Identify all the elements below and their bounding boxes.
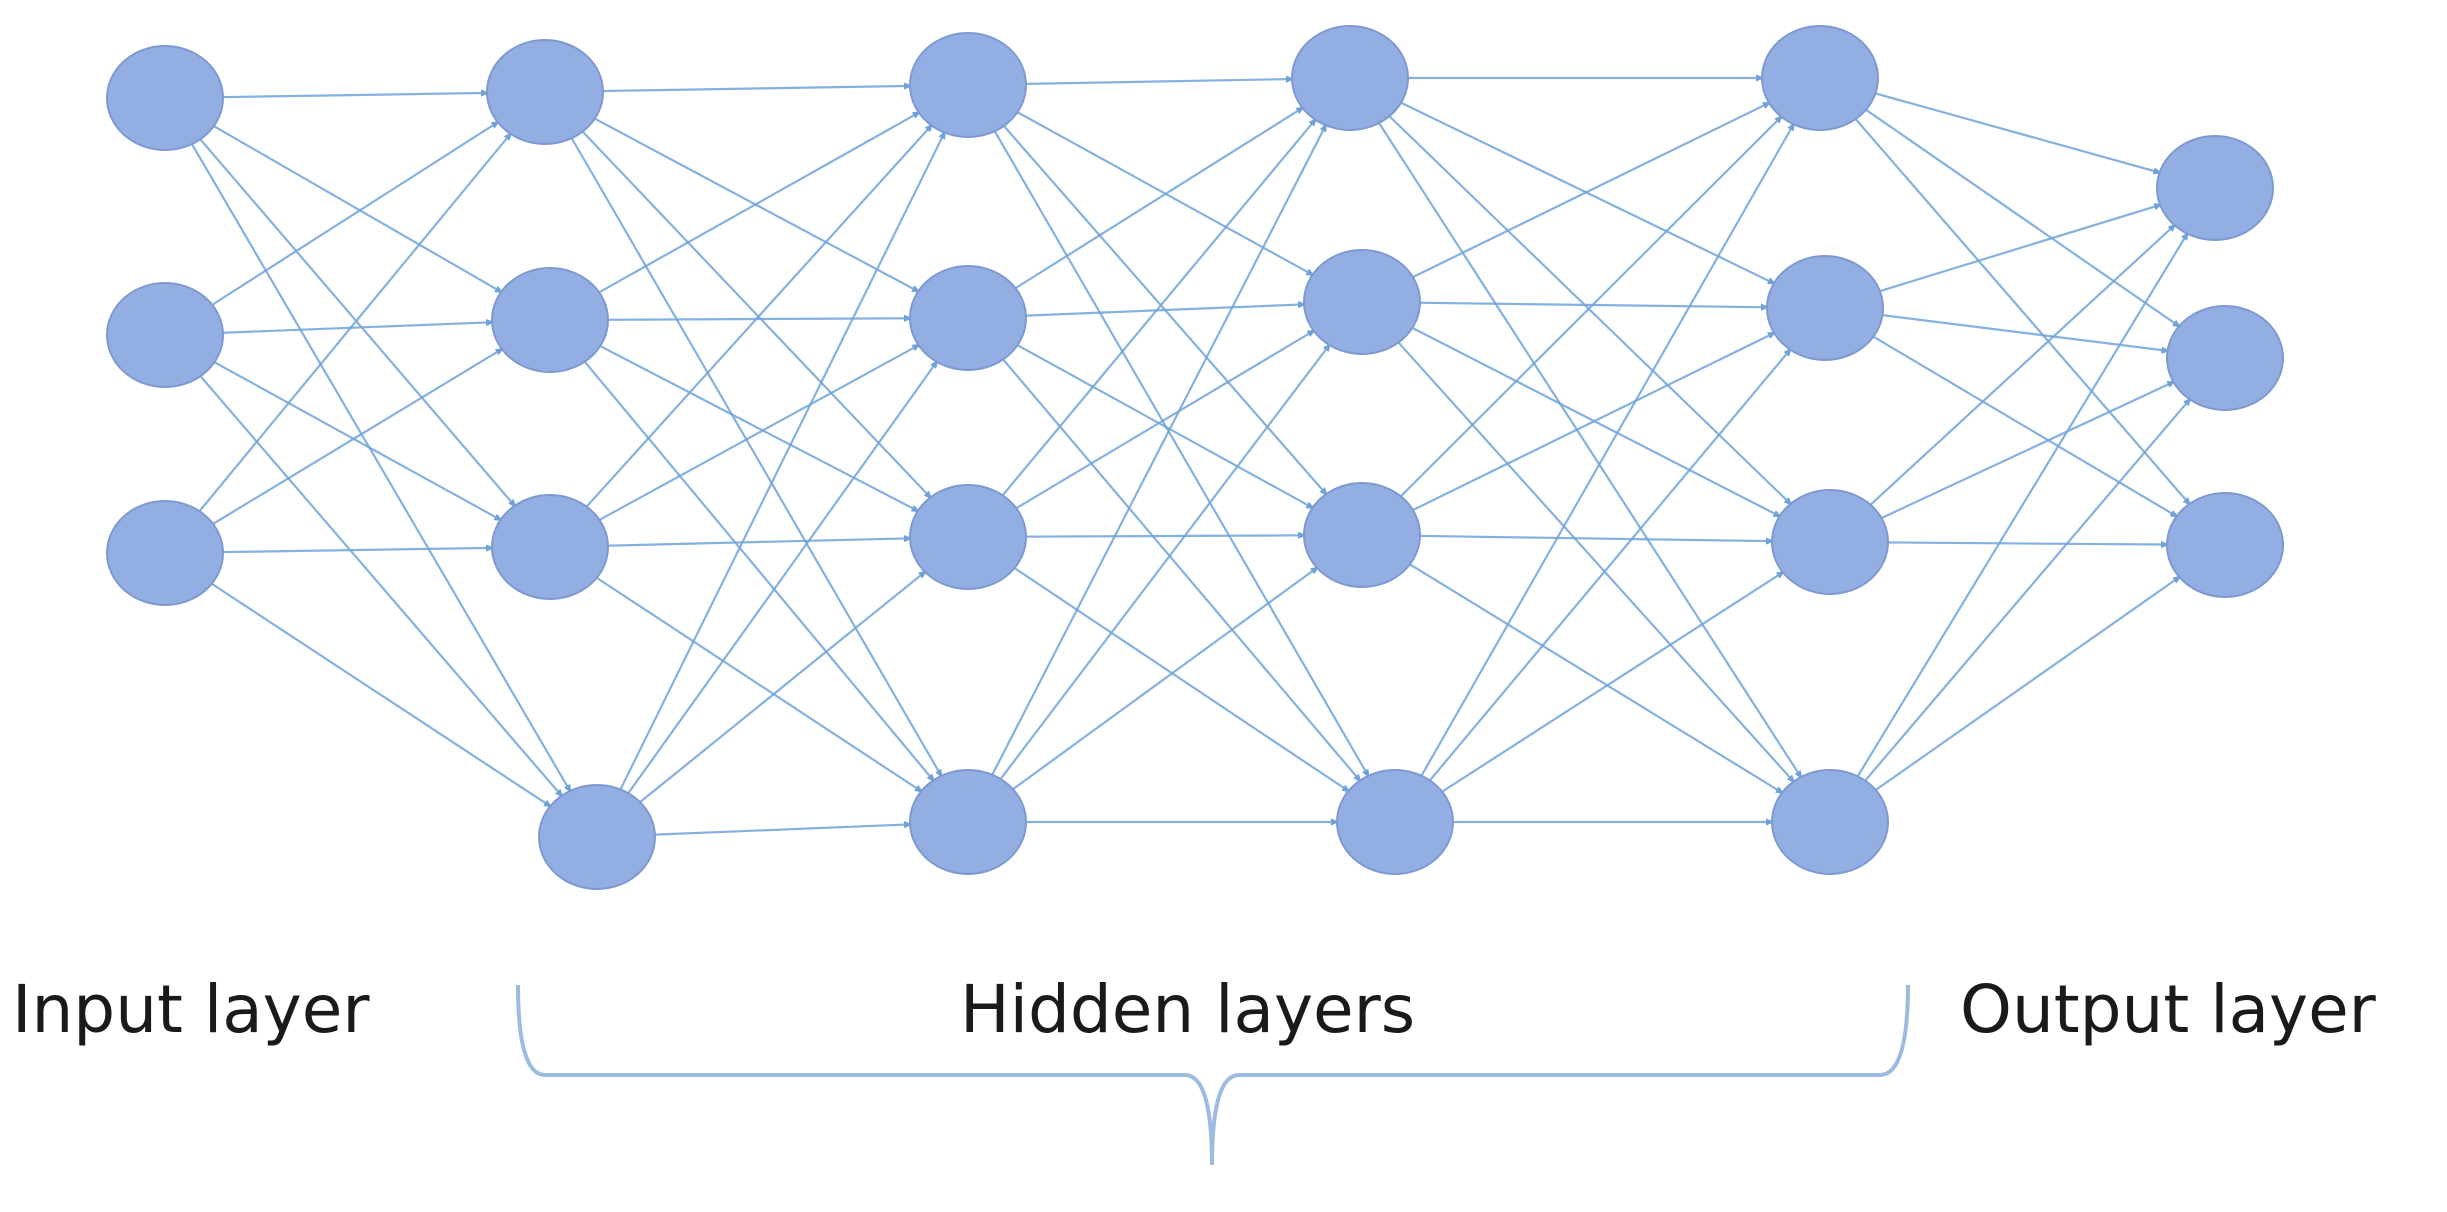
hidden-neuron [1761,25,1879,131]
connection-edge [580,356,936,783]
connection-edge [1008,563,1351,794]
connection-edge [1850,113,2192,507]
connection-edge [1019,531,1307,539]
connection-edge [1009,105,1305,293]
connection-edge [207,347,505,528]
connection-edge [990,125,1371,779]
connection-edge [1436,570,1786,796]
connection-edge [206,120,501,309]
output-layer-label: Output layer [1960,971,2376,1048]
connection-edge [1875,380,2177,522]
connection-edge [1007,565,1320,794]
connection-edge [1425,347,1793,786]
connection-edge [1395,114,1784,502]
connection-edge [1865,223,2177,510]
hidden-neuron [1766,255,1884,361]
connection-edge [1876,313,2171,354]
hidden-layers-label: Hidden layers [960,971,1416,1048]
connection-edge [1407,331,1777,514]
connection-edge [1869,90,2163,175]
connection-edge [1853,231,2190,783]
output-neuron [2166,305,2284,411]
connection-edge [998,354,1363,783]
connection-edge [648,821,913,836]
output-neuron [2166,492,2284,598]
connection-edge [616,129,947,796]
connection-edge [1417,121,1796,782]
connection-edge [216,318,495,335]
connection-edge [988,122,1328,781]
connection-edge [1019,75,1295,86]
hidden-neuron [1771,769,1889,875]
connection-edge [593,343,922,524]
connection-edge [216,544,495,554]
hidden-neuron [538,784,656,890]
connection-edge [1860,397,2192,786]
connection-edge [593,110,922,297]
connection-edge [1860,105,2182,329]
input-layer-label: Input layer [12,971,370,1048]
connection-edge [208,358,504,522]
hidden-neuron [909,769,1027,875]
connection-edge [1019,301,1307,317]
connection-edge [187,138,573,794]
connection-edge [1881,540,2170,549]
connection-edge [596,82,913,93]
hidden-neuron [1303,249,1421,355]
connections-group [187,74,2192,836]
connection-edge [999,120,1329,497]
connection-edge [581,123,934,512]
hidden-neuron [1771,489,1889,595]
connection-edge [996,342,1332,785]
hidden-neuron [491,494,609,600]
connection-edge [1870,574,2182,795]
hidden-neuron [909,265,1027,371]
output-neuron [2156,135,2274,241]
input-neuron [106,500,224,606]
connection-edge [1393,337,1796,784]
connection-edge [216,89,490,99]
connection-edge [601,534,913,547]
hidden-neuron [1336,769,1454,875]
connection-edge [1011,341,1316,510]
hidden-neuron [909,484,1027,590]
connection-edge [1010,328,1317,513]
connection-edge [194,131,513,517]
connection-edge [997,117,1318,501]
connection-edge [567,132,944,779]
hidden-neuron [486,39,604,145]
neurons-group [106,25,2284,890]
input-neuron [106,45,224,151]
connection-edge [1374,117,1803,780]
connection-edge [206,579,553,809]
connection-edge [1873,203,2163,294]
connection-edge [195,370,564,799]
hidden-neuron [491,267,609,373]
connection-edge [623,359,939,799]
hidden-neuron [1303,482,1421,588]
connection-edge [1407,101,1772,281]
connection-edge [1404,560,1785,795]
connection-edge [634,569,928,807]
hidden-layers-brace [516,984,1910,1166]
connection-edge [1413,534,1775,545]
connection-edge [577,126,933,500]
connection-edge [1867,332,2180,519]
hidden-neuron [909,32,1027,138]
input-neuron [106,282,224,388]
connection-edge [594,342,921,513]
connection-edge [208,122,504,294]
connection-edge [1011,108,1316,277]
connection-edge [591,573,924,794]
hidden-neuron [1291,25,1409,131]
